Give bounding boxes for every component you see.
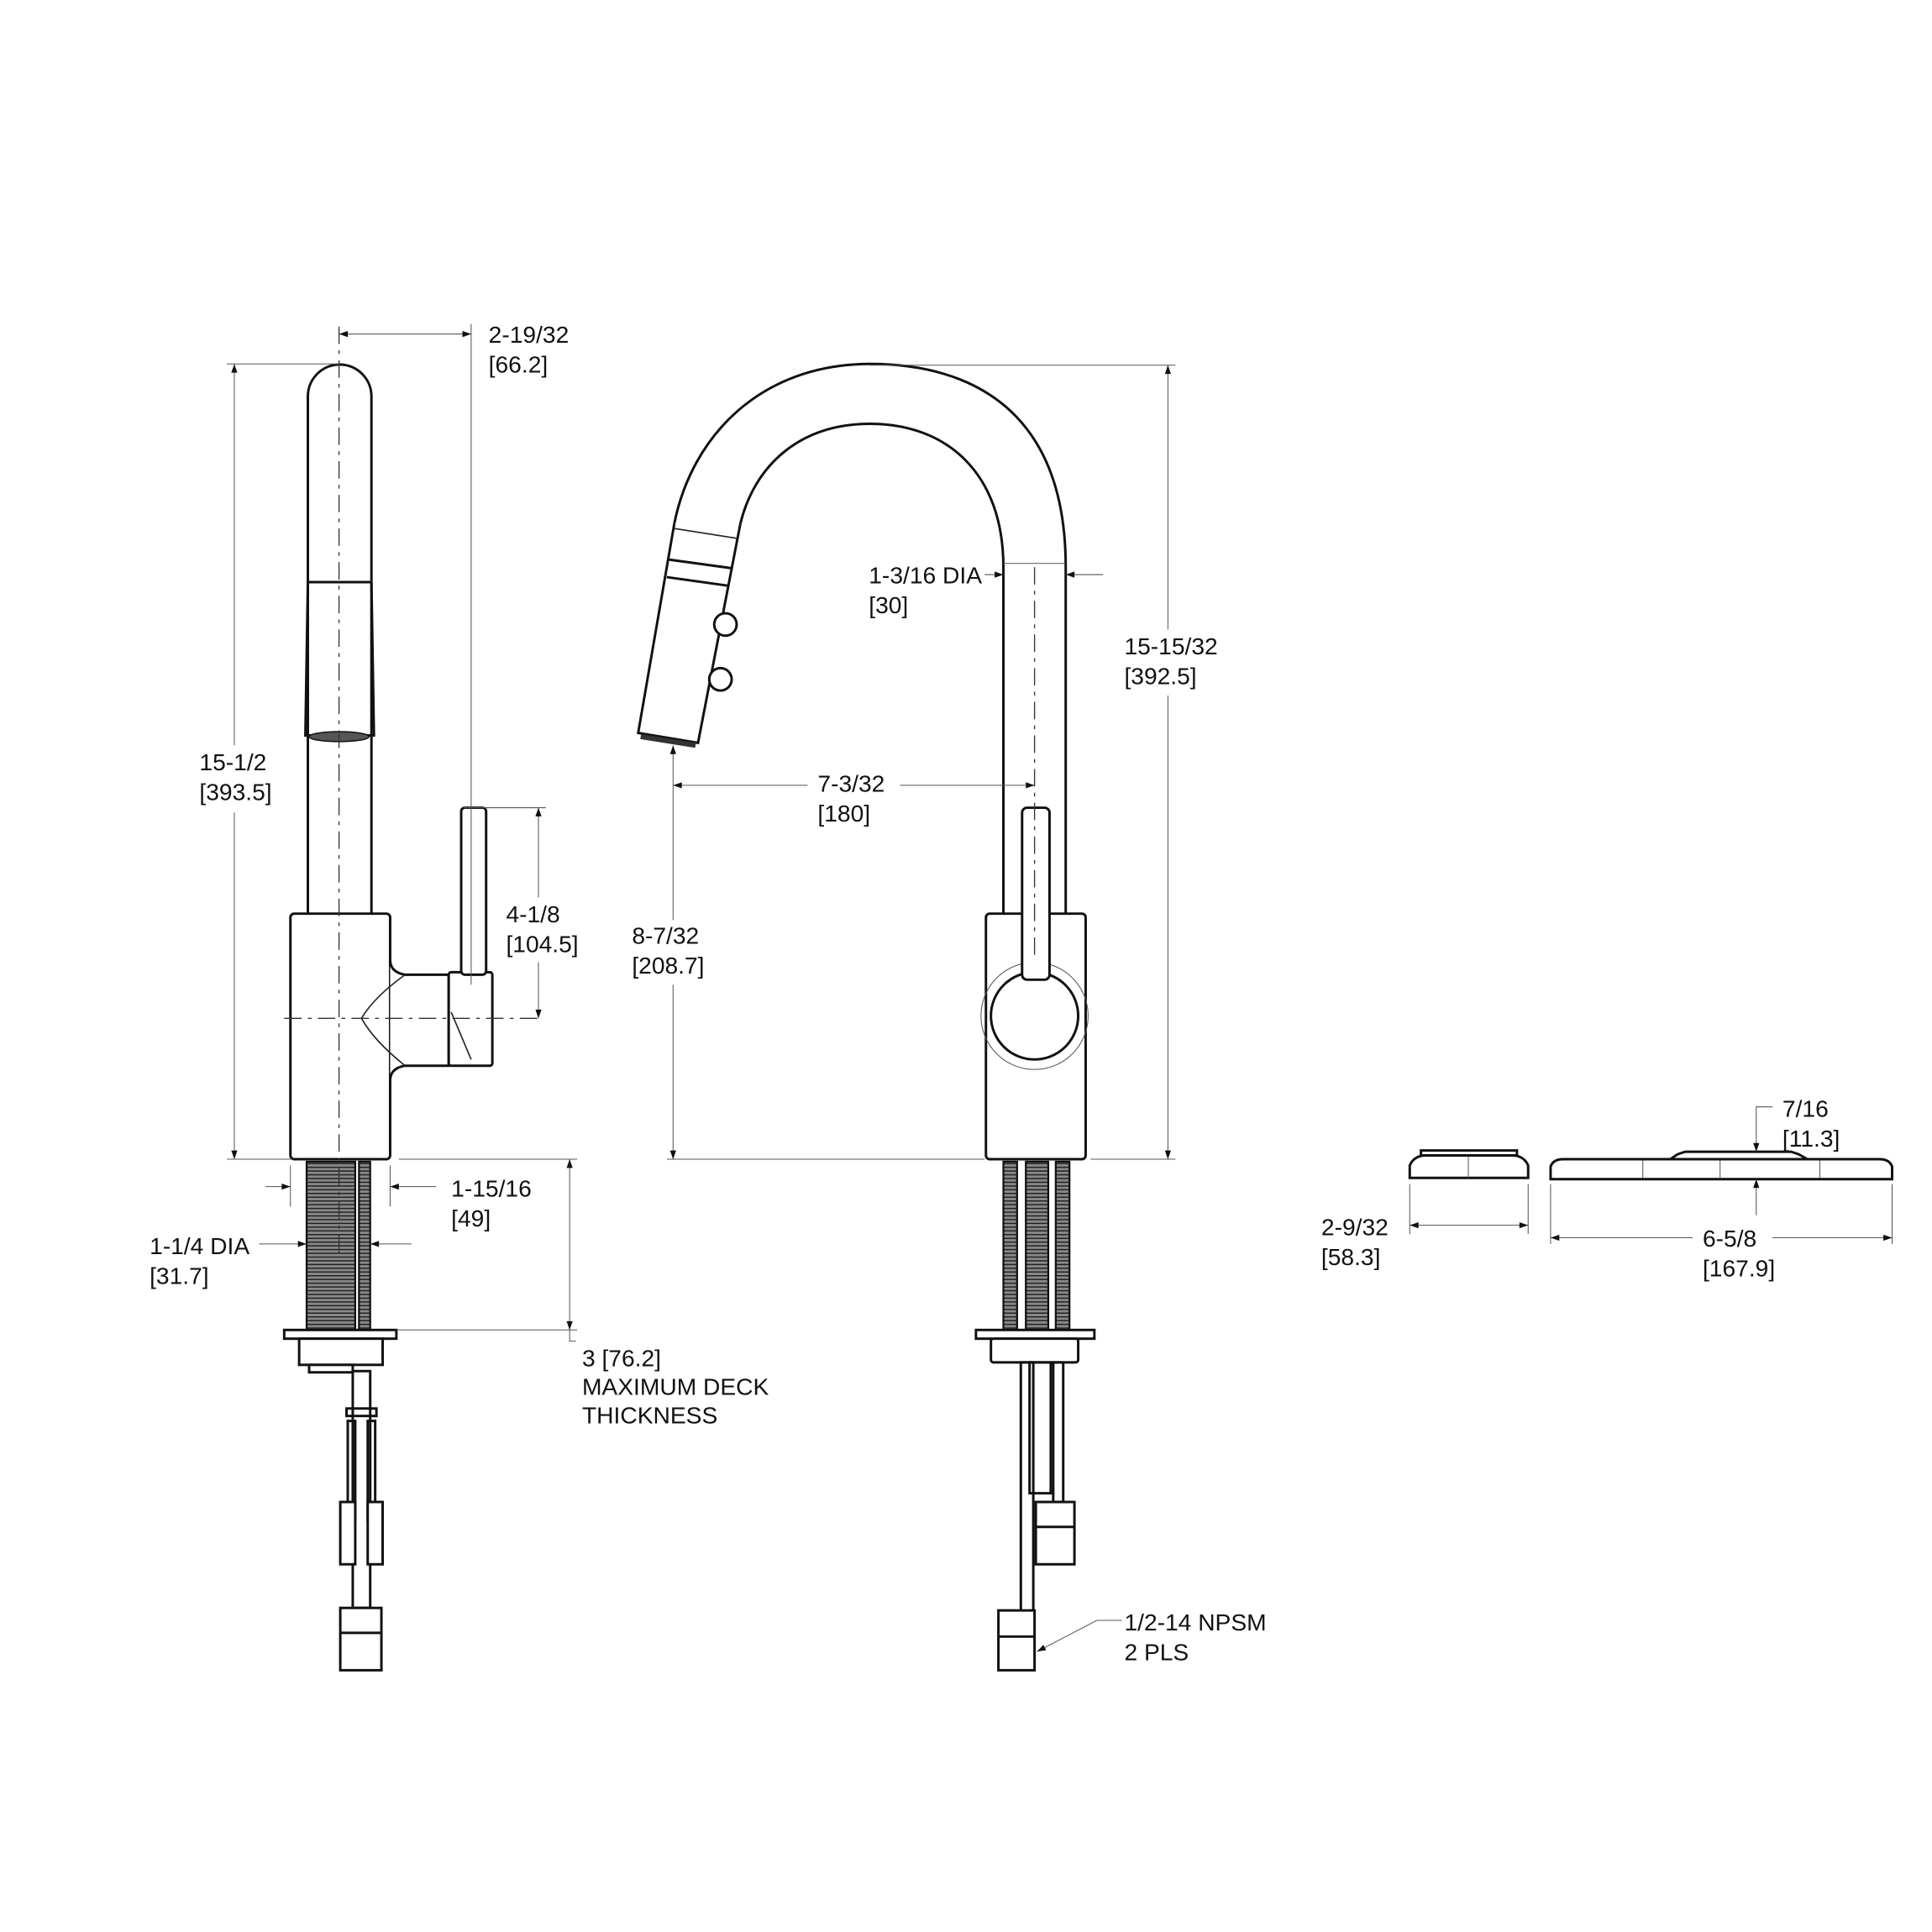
callout-line2: 2 PLS xyxy=(1124,1639,1189,1666)
dim-shank-diameter: 1-1/4 DIA [31.7] xyxy=(150,1232,412,1289)
dim-label-metric: [66.2] xyxy=(489,351,549,378)
dim-label-imperial: 6-5/8 xyxy=(1703,1225,1756,1252)
dim-label-metric: [167.9] xyxy=(1703,1254,1775,1281)
callout-connection: 1/2-14 NPSM 2 PLS xyxy=(1037,1609,1267,1666)
dim-label-metric: [31.7] xyxy=(150,1262,209,1289)
dim-label-imperial: 4-1/8 xyxy=(506,900,559,927)
dim-spout-reach: 7-3/32 [180] xyxy=(673,769,1035,827)
escutcheon-views: 2-9/32 [58.3] 6-5/8 [167.9] 7/16 [11.3] xyxy=(1321,1095,1893,1281)
dim-overall-height-front: 15-15/32 [392.5] xyxy=(869,365,1218,1160)
faucet-front-outline xyxy=(637,362,1096,1672)
dim-deck-thickness: 3 [76.2] MAXIMUM DECK THICKNESS xyxy=(396,1158,769,1429)
front-view: 1-3/16 DIA [30] 15-15/32 [392.5] 7-3/32 … xyxy=(632,362,1267,1672)
dim-spout-clearance: 8-7/32 [208.7] xyxy=(632,745,985,1160)
side-view: 2-19/32 [66.2] 15-1/2 [393.5] 4-1/8 [104… xyxy=(150,321,769,1672)
dim-label-imperial: 1-1/4 DIA xyxy=(150,1232,249,1259)
dim-label-metric: [208.7] xyxy=(632,952,704,979)
dim-handle-height: 4-1/8 [104.5] xyxy=(464,807,579,1019)
dim-label-imperial: 15-1/2 xyxy=(199,748,266,775)
dim-label-metric: [393.5] xyxy=(199,779,271,806)
dim-spout-diameter: 1-3/16 DIA [30] xyxy=(869,561,1104,618)
deck-plate xyxy=(1549,1150,1893,1181)
dim-label-imperial: 15-15/32 xyxy=(1124,633,1217,659)
dim-label-line3: THICKNESS xyxy=(582,1402,717,1429)
small-escutcheon xyxy=(1408,1149,1530,1179)
faucet-side-outline xyxy=(282,363,494,1672)
dim-base-diameter: 1-15/16 [49] xyxy=(265,1165,532,1231)
dim-label-imperial: 7-3/32 xyxy=(817,769,885,796)
dim-label-imperial: 2-9/32 xyxy=(1321,1214,1389,1241)
dim-label-metric: [180] xyxy=(817,800,870,827)
dim-label-imperial: 8-7/32 xyxy=(632,921,699,948)
dim-label-imperial: 1-15/16 xyxy=(451,1175,532,1202)
dim-plate-height: 7/16 [11.3] xyxy=(1753,1095,1840,1215)
dim-label-metric: [49] xyxy=(451,1205,491,1231)
dim-small-escutcheon-width: 2-9/32 [58.3] xyxy=(1321,1184,1529,1270)
callout-line1: 1/2-14 NPSM xyxy=(1124,1609,1266,1635)
dim-label-imperial: 2-19/32 xyxy=(489,321,570,348)
dim-plate-width: 6-5/8 [167.9] xyxy=(1550,1184,1893,1281)
dim-label-line2: MAXIMUM DECK xyxy=(582,1373,769,1399)
dim-label-metric: [392.5] xyxy=(1124,663,1196,690)
dim-label-line1: 3 [76.2] xyxy=(582,1344,661,1371)
dim-label-imperial: 7/16 xyxy=(1782,1095,1829,1122)
dim-label-imperial: 1-3/16 DIA xyxy=(869,561,982,588)
dim-overall-height-side: 15-1/2 [393.5] xyxy=(199,363,339,1160)
dim-label-metric: [30] xyxy=(869,591,908,618)
dim-label-metric: [104.5] xyxy=(506,931,578,958)
dim-overall-width: 2-19/32 [66.2] xyxy=(339,321,570,985)
dim-label-metric: [11.3] xyxy=(1782,1125,1840,1152)
dim-label-metric: [58.3] xyxy=(1321,1243,1381,1270)
